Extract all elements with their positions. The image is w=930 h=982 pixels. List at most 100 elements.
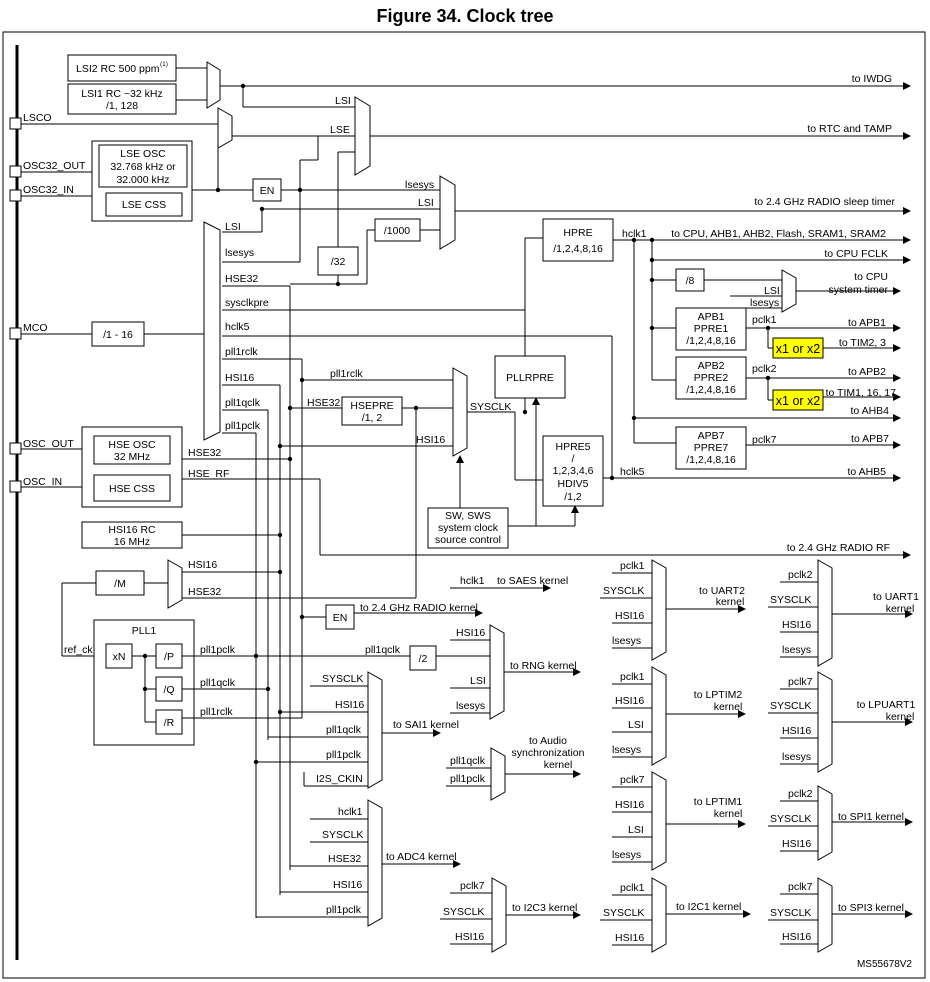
svg-text:LSI: LSI <box>470 675 486 687</box>
out-cpu-ahb: to CPU, AHB1, AHB2, Flash, SRAM1, SRAM2 <box>671 228 886 240</box>
svg-text:LSI: LSI <box>628 824 644 836</box>
svg-text:LSI: LSI <box>764 285 780 297</box>
svg-text:/1,2: /1,2 <box>564 491 582 503</box>
svg-text:SYSCLK: SYSCLK <box>470 401 511 413</box>
svg-text:HSI16: HSI16 <box>782 725 811 737</box>
out-spi1: to SPI1 kernel <box>838 811 904 823</box>
svg-text:/: / <box>572 453 575 465</box>
svg-text:SYSCLK: SYSCLK <box>322 673 363 685</box>
svg-text:LSE: LSE <box>330 124 350 136</box>
svg-text:/1, 128: /1, 128 <box>106 100 138 112</box>
out-ahb5: to AHB5 <box>847 466 886 478</box>
out-uart2: to UART2 <box>699 585 745 597</box>
out-lptim2: to LPTIM2 <box>694 689 743 701</box>
svg-text:SW, SWS: SW, SWS <box>445 510 491 522</box>
hpre5-block: HPRE5 / 1,2,3,4,6 HDIV5 /1,2 <box>542 435 604 507</box>
svg-text:HSE32: HSE32 <box>307 397 340 409</box>
lsi1-rc-block: LSI1 RC ~32 kHz /1, 128 <box>67 83 177 115</box>
spi3-mux <box>817 877 833 953</box>
svg-text:HSI16: HSI16 <box>782 838 811 850</box>
uart2-mux <box>651 559 667 661</box>
out-tim1: to TIM1, 16, 17 <box>826 387 897 399</box>
svg-text:lsesys: lsesys <box>750 297 779 309</box>
svg-text:PPRE2: PPRE2 <box>694 372 729 384</box>
out-sai1: to SAI1 kernel <box>393 719 459 731</box>
sai1-mux <box>367 671 383 789</box>
svg-text:HSE OSC: HSE OSC <box>108 439 156 451</box>
i2c1-mux <box>651 877 667 953</box>
svg-text:LSE OSC: LSE OSC <box>120 148 166 160</box>
svg-text:kernel: kernel <box>886 711 915 723</box>
svg-text:pclk7: pclk7 <box>788 881 813 893</box>
svg-text:/1, 2: /1, 2 <box>362 412 383 424</box>
out-cpu-fclk: to CPU FCLK <box>824 248 888 260</box>
svg-text:SYSCLK: SYSCLK <box>322 829 363 841</box>
svg-text:HSEPRE: HSEPRE <box>350 400 393 412</box>
svg-text:HSI16: HSI16 <box>615 610 644 622</box>
svg-text:SYSCLK: SYSCLK <box>770 813 811 825</box>
svg-text:HSI16: HSI16 <box>225 372 254 384</box>
svg-text:hclk5: hclk5 <box>225 321 250 333</box>
svg-text:HSE_RF: HSE_RF <box>188 468 229 480</box>
out-lpuart1: to LPUART1 <box>857 699 916 711</box>
svg-text:lsesys: lsesys <box>612 744 641 756</box>
pin-osc32-in: OSC32_IN <box>9 184 74 202</box>
out-ahb4: to AHB4 <box>850 405 889 417</box>
out-iwdg: to IWDG <box>852 73 892 85</box>
svg-text:EN: EN <box>333 612 348 624</box>
div32-block: /32 <box>317 246 359 276</box>
out-apb1: to APB1 <box>848 317 886 329</box>
figure-title: Figure 34. Clock tree <box>376 6 554 26</box>
svg-text:LSI: LSI <box>335 95 351 107</box>
svg-text:32.000 kHz: 32.000 kHz <box>116 174 169 186</box>
svg-text:pclk7: pclk7 <box>620 774 645 786</box>
diagram-frame <box>2 31 926 979</box>
hsi16-block: HSI16 RC 16 MHz <box>81 521 183 549</box>
svg-text:HSI16: HSI16 <box>333 879 362 891</box>
svg-text:pll1pclk: pll1pclk <box>225 420 261 432</box>
svg-text:SYSCLK: SYSCLK <box>770 907 811 919</box>
out-rtc: to RTC and TAMP <box>807 123 892 135</box>
svg-text:kernel: kernel <box>886 603 915 615</box>
svg-text:I2S_CKIN: I2S_CKIN <box>316 773 363 785</box>
svg-text:sysclkpre: sysclkpre <box>225 297 269 309</box>
mco-div-block: /1 - 16 <box>91 321 145 347</box>
svg-text:pll1qclk: pll1qclk <box>365 644 401 656</box>
svg-text:synchronization: synchronization <box>512 747 585 759</box>
svg-text:32.768 kHz or: 32.768 kHz or <box>110 161 176 173</box>
pin-mco: MCO <box>9 322 48 340</box>
svg-text:HSI16: HSI16 <box>335 699 364 711</box>
svg-text:xN: xN <box>113 651 126 663</box>
svg-text:LSI1 RC ~32 kHz: LSI1 RC ~32 kHz <box>81 88 162 100</box>
svg-text:pclk7: pclk7 <box>460 880 485 892</box>
svg-text:pll1pclk: pll1pclk <box>450 773 486 785</box>
svg-text:HSI16: HSI16 <box>188 559 217 571</box>
pllrpre-block: PLLRPRE <box>494 355 566 399</box>
hsepre-block: HSEPRE /1, 2 <box>341 396 403 426</box>
sw-control-block: SW, SWS system clock source control <box>427 507 509 549</box>
svg-text:/Q: /Q <box>163 684 174 696</box>
lpuart1-mux <box>817 671 833 773</box>
svg-text:/M: /M <box>114 578 126 590</box>
div8-block: /8 <box>675 268 705 292</box>
divm-block: /M <box>95 570 145 596</box>
svg-text:LSI2 RC 500 ppm: LSI2 RC 500 ppm <box>76 63 160 75</box>
svg-text:x1 or x2: x1 or x2 <box>776 342 821 356</box>
svg-text:SYSCLK: SYSCLK <box>443 906 484 918</box>
lsi2-rc-block: LSI2 RC 500 ppm (1) <box>67 54 177 82</box>
audio-sync-mux <box>490 747 506 801</box>
svg-text:/8: /8 <box>686 275 695 287</box>
uart1-mux <box>817 559 833 667</box>
svg-text:HSI16: HSI16 <box>416 434 445 446</box>
doc-id: MS55678V2 <box>857 959 912 970</box>
svg-text:HSE CSS: HSE CSS <box>109 483 155 495</box>
svg-text:LSE CSS: LSE CSS <box>122 199 166 211</box>
svg-text:lsesys: lsesys <box>225 247 254 259</box>
svg-text:pll1rclk: pll1rclk <box>200 706 233 718</box>
hse-block: HSE OSC 32 MHz HSE CSS <box>81 426 183 508</box>
div2-block: /2 <box>409 645 437 671</box>
svg-text:source control: source control <box>435 534 501 546</box>
out-uart1: to UART1 <box>873 591 919 603</box>
svg-text:HSI16: HSI16 <box>782 619 811 631</box>
svg-text:HSE32: HSE32 <box>328 853 361 865</box>
